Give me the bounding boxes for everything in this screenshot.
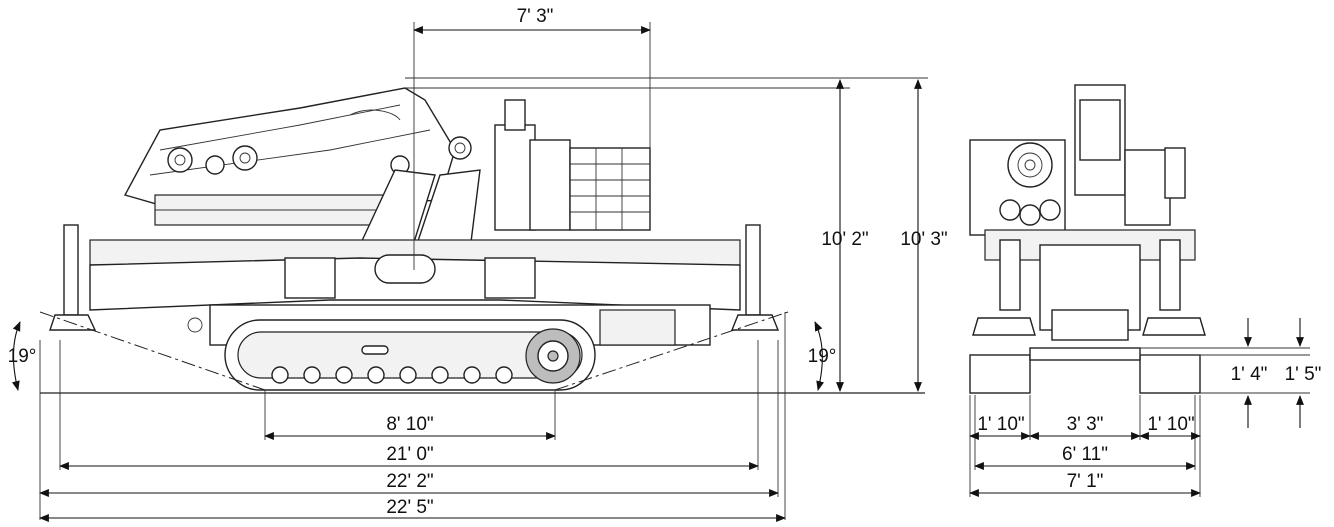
track-rollers (271, 366, 513, 384)
width-a-label: 6' 11" (1062, 444, 1108, 465)
front-view-machine (969, 84, 1206, 394)
angle-right-label: 19° (808, 346, 837, 367)
width-b-label: 7' 1" (1067, 471, 1104, 492)
length-b-label: 22' 2" (386, 471, 433, 492)
angle-left-label: 19° (8, 346, 37, 367)
track-length-label: 8' 10" (386, 414, 433, 435)
track-left-label: 1' 10" (977, 414, 1024, 435)
side-dimensions (11, 22, 928, 522)
side-view-machine (39, 87, 925, 394)
dimension-labels: 7' 3" 10' 2" 10' 3" 19° 19° 8' 10" 21' 0… (8, 6, 1322, 518)
clearance-a-label: 1' 4" (1231, 364, 1268, 385)
track-gap-label: 3' 3" (1067, 414, 1104, 435)
front-dimensions (969, 318, 1310, 497)
height-a-label: 10' 2" (821, 229, 868, 250)
length-a-label: 21' 0" (386, 444, 433, 465)
clearance-b-label: 1' 5" (1285, 364, 1322, 385)
length-c-label: 22' 5" (386, 497, 433, 518)
boom-reach-label: 7' 3" (517, 6, 554, 27)
track-right-label: 1' 10" (1147, 414, 1194, 435)
height-b-label: 10' 3" (900, 229, 947, 250)
